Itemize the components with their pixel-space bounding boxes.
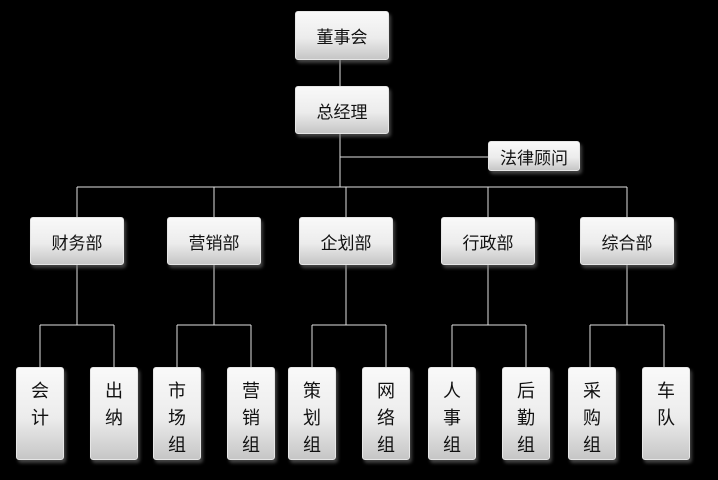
node-strategy-team: 策划组 bbox=[288, 367, 336, 460]
node-finance: 财务部 bbox=[30, 217, 124, 265]
node-market-team: 市场组 bbox=[153, 367, 201, 460]
node-admin: 行政部 bbox=[441, 217, 535, 265]
node-planning-label: 企划部 bbox=[320, 233, 372, 254]
node-legal-label: 法律顾问 bbox=[500, 148, 568, 169]
node-board: 董事会 bbox=[295, 11, 389, 60]
node-strategy-team-label: 策划组 bbox=[303, 381, 321, 456]
node-marketing-label: 营销部 bbox=[188, 233, 240, 254]
node-general: 综合部 bbox=[580, 217, 674, 265]
node-hr-team: 人事组 bbox=[428, 367, 476, 460]
node-market-team-label: 市场组 bbox=[168, 381, 186, 456]
node-cashier-label: 出纳 bbox=[105, 381, 123, 429]
node-sales-team-label: 营销组 bbox=[242, 381, 260, 456]
node-logistics-team-label: 后勤组 bbox=[517, 381, 535, 456]
node-purchasing-team: 采购组 bbox=[568, 367, 616, 460]
node-network-team: 网络组 bbox=[362, 367, 410, 460]
node-fleet: 车队 bbox=[642, 367, 690, 460]
node-sales-team: 营销组 bbox=[227, 367, 275, 460]
node-accounting: 会计 bbox=[16, 367, 64, 460]
node-board-label: 董事会 bbox=[316, 28, 368, 48]
node-ceo-label: 总经理 bbox=[316, 102, 368, 123]
node-ceo: 总经理 bbox=[295, 86, 389, 134]
node-legal: 法律顾问 bbox=[488, 141, 580, 171]
node-cashier: 出纳 bbox=[90, 367, 138, 460]
node-fleet-label: 车队 bbox=[657, 381, 675, 429]
node-planning: 企划部 bbox=[299, 217, 393, 265]
node-accounting-label: 会计 bbox=[31, 381, 49, 429]
node-general-label: 综合部 bbox=[601, 233, 653, 254]
node-network-team-label: 网络组 bbox=[377, 381, 395, 456]
node-finance-label: 财务部 bbox=[51, 233, 103, 254]
node-admin-label: 行政部 bbox=[462, 233, 514, 254]
node-marketing: 营销部 bbox=[167, 217, 261, 265]
node-hr-team-label: 人事组 bbox=[443, 381, 461, 456]
node-purchasing-team-label: 采购组 bbox=[583, 381, 601, 456]
node-logistics-team: 后勤组 bbox=[502, 367, 550, 460]
